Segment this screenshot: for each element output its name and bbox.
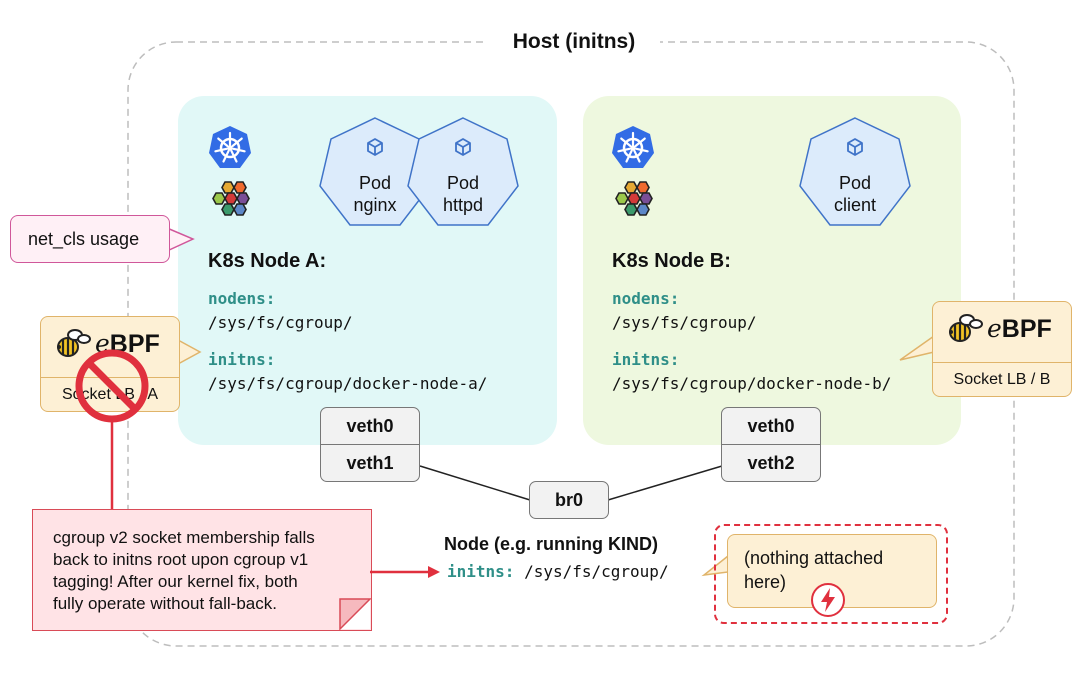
pod-nginx: Pod nginx: [335, 172, 415, 216]
ebpf-b-caption: Socket LB / B: [933, 362, 1071, 396]
pod-label-line2: nginx: [353, 195, 397, 215]
pod-label-line1: Pod: [446, 173, 480, 193]
pod-label-line1: Pod: [358, 173, 392, 193]
bridge-br0: br0: [529, 481, 609, 519]
note-text: (nothing attached here): [744, 546, 934, 594]
bee-icon: [57, 329, 91, 357]
pod-httpd: Pod httpd: [423, 172, 503, 216]
node-b-nodens-label: nodens:: [612, 289, 680, 308]
node-a-interfaces: veth0 veth1: [320, 407, 420, 482]
pod-client: Pod client: [815, 172, 895, 216]
ebpf-brand: eBPF: [41, 317, 179, 369]
ebpf-a-caption: Socket LB / A: [41, 377, 179, 411]
net-cls-callout: net_cls usage: [10, 215, 170, 263]
kubernetes-icon: [612, 126, 654, 168]
node-b-interfaces: veth0 veth2: [721, 407, 821, 482]
warning-line: cgroup v2 socket membership falls: [53, 528, 315, 547]
node-a-nodens-label: nodens:: [208, 289, 276, 308]
ebpf-e: e: [987, 314, 1002, 343]
lightning-icon: [811, 583, 845, 617]
ebpf-socket-lb-a: eBPF Socket LB / A: [40, 316, 180, 412]
ebpf-socket-lb-b: eBPF Socket LB / B: [932, 301, 1072, 397]
pod-label-line2: client: [833, 195, 877, 215]
node-a-nodens-path: /sys/fs/cgroup/: [208, 313, 353, 332]
link-veth2-br0: [607, 465, 723, 501]
warning-note: cgroup v2 socket membership falls back t…: [32, 509, 372, 631]
node-a-title: K8s Node A:: [208, 250, 327, 272]
node-b-initns-label: initns:: [612, 350, 680, 369]
pod-label-line2: httpd: [442, 195, 484, 215]
node-b-initns-path: /sys/fs/cgroup/docker-node-b/: [612, 374, 892, 393]
node-a-veth0: veth0: [346, 416, 394, 436]
kubernetes-icon: [209, 126, 251, 168]
cube-icon: [455, 138, 471, 156]
warning-line: back to initns root upon cgroup v1: [53, 550, 309, 569]
node-a-initns-path: /sys/fs/cgroup/docker-node-a/: [208, 374, 488, 393]
ebpf-bpf: BPF: [1001, 315, 1052, 343]
host-node-initns: initns: /sys/fs/cgroup/: [447, 562, 669, 581]
warning-arrowhead: [428, 566, 440, 578]
note-fold-flap: [339, 598, 372, 631]
node-b-veth2: veth2: [722, 444, 820, 481]
node-a-initns-label: initns:: [208, 350, 276, 369]
link-veth1-br0: [419, 465, 531, 501]
node-b-nodens-path: /sys/fs/cgroup/: [612, 313, 757, 332]
bee-icon: [949, 314, 983, 342]
pod-label-line1: Pod: [838, 173, 872, 193]
cilium-hex-icon: [212, 181, 250, 216]
cilium-hex-icon: [615, 181, 653, 216]
note-line: here): [744, 572, 787, 592]
warning-line: tagging! After our kernel fix, both: [53, 572, 298, 591]
bridge-label: br0: [554, 490, 583, 510]
host-title: Host (initns): [488, 27, 660, 57]
ebpf-brand: eBPF: [933, 302, 1071, 354]
cube-icon: [367, 138, 383, 156]
host-node-caption: Node (e.g. running KIND): [444, 534, 658, 554]
note-line: (nothing attached: [744, 548, 884, 568]
warning-line: fully operate without fall-back.: [53, 594, 277, 613]
ebpf-wordmark: eBPF: [987, 314, 1052, 344]
node-b-title: K8s Node B:: [612, 250, 731, 272]
nothing-attached-zone: [714, 524, 948, 624]
cube-icon: [847, 138, 863, 156]
node-a-veth1: veth1: [321, 444, 419, 481]
host-initns-path: /sys/fs/cgroup/: [524, 562, 669, 581]
prohibited-icon: [75, 349, 149, 423]
node-b-veth0: veth0: [747, 416, 795, 436]
pod-httpd-shape: [407, 117, 519, 226]
host-initns-label: initns:: [447, 562, 515, 581]
pod-client-shape: [799, 117, 911, 226]
warning-text: cgroup v2 socket membership falls back t…: [53, 527, 373, 615]
